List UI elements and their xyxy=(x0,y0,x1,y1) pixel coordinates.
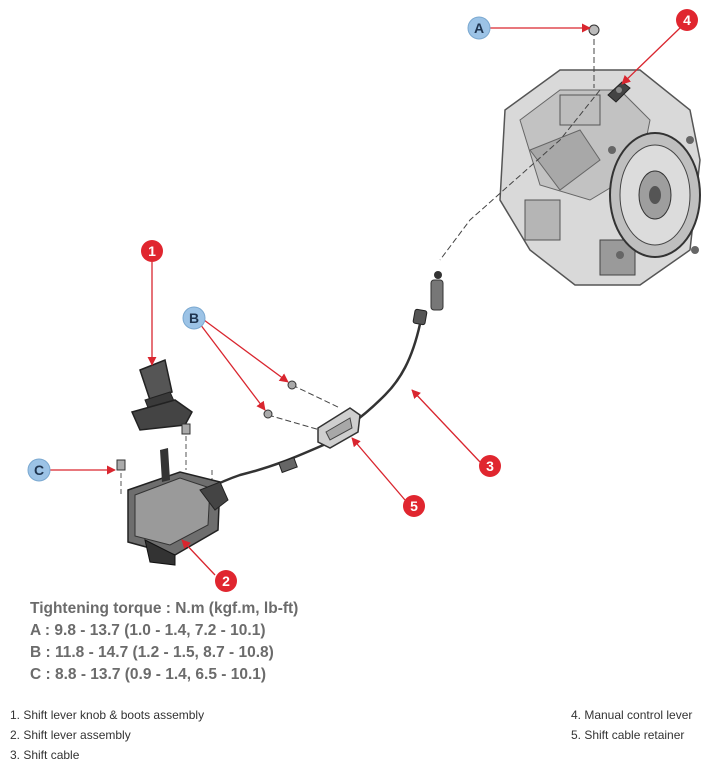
torque-b: B : 11.8 - 14.7 (1.2 - 1.5, 8.7 - 10.8) xyxy=(30,644,274,661)
callout-1: 1 xyxy=(141,240,163,262)
shift-cable xyxy=(204,271,444,492)
svg-text:B: B xyxy=(189,310,199,326)
callout-3: 3 xyxy=(479,455,501,477)
bolt-b-upper xyxy=(287,380,297,390)
bolt-b-lower xyxy=(263,409,273,419)
svg-text:5: 5 xyxy=(410,498,418,514)
torque-a: A : 9.8 - 13.7 (1.0 - 1.4, 7.2 - 10.1) xyxy=(30,622,266,639)
torque-spec-block: Tightening torque : N.m (kgf.m, lb-ft) A… xyxy=(30,598,298,686)
shift-cable-retainer xyxy=(317,407,361,449)
callout-b: B xyxy=(182,306,206,330)
callout-2: 2 xyxy=(215,570,237,592)
legend-item-3: 3. Shift cable xyxy=(10,748,80,762)
legend-left: 1. Shift lever knob & boots assembly 2. … xyxy=(10,705,204,765)
legend-right: 4. Manual control lever 5. Shift cable r… xyxy=(571,705,692,745)
svg-text:3: 3 xyxy=(486,458,494,474)
legend-item-1: 1. Shift lever knob & boots assembly xyxy=(10,708,205,722)
callout-a: A xyxy=(467,16,491,40)
callout-5: 5 xyxy=(403,495,425,517)
legend-item-5: 5. Shift cable retainer xyxy=(571,728,685,742)
torque-title: Tightening torque : N.m (kgf.m, lb-ft) xyxy=(30,600,299,617)
svg-text:C: C xyxy=(34,462,44,478)
shift-lever-assembly xyxy=(116,423,229,566)
callout-c: C xyxy=(27,458,51,482)
svg-text:1: 1 xyxy=(148,243,156,259)
legend-item-4: 4. Manual control lever xyxy=(571,708,693,722)
callout-4: 4 xyxy=(676,9,698,31)
svg-text:2: 2 xyxy=(222,573,230,589)
svg-text:A: A xyxy=(474,20,484,36)
legend-item-2: 2. Shift lever assembly xyxy=(10,728,131,742)
torque-c: C : 8.8 - 13.7 (0.9 - 1.4, 6.5 - 10.1) xyxy=(30,666,267,683)
svg-text:4: 4 xyxy=(683,12,691,28)
transaxle-illustration xyxy=(499,69,701,286)
shift-system-diagram: A 4 1 B C 3 5 2 xyxy=(27,9,701,592)
shift-knob-assembly xyxy=(130,358,193,431)
